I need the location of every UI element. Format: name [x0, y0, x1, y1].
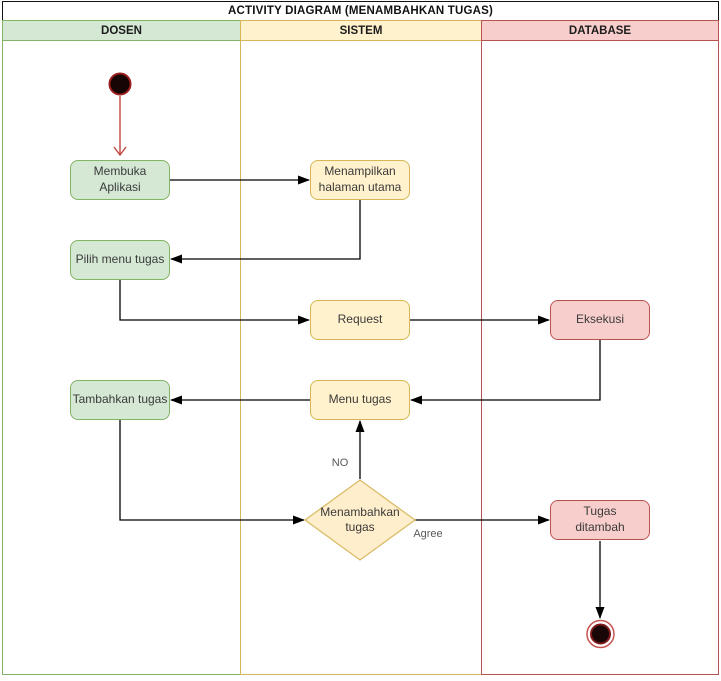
decision-menambahkan-tugas-label: Menambahkan tugas: [320, 505, 400, 534]
swimlane-header-dosen: DOSEN: [3, 21, 240, 41]
activity-membuka-aplikasi: Membuka Aplikasi: [70, 160, 170, 200]
activity-tambahkan-tugas: Tambahkan tugas: [70, 380, 170, 420]
swimlane-dosen: DOSEN: [2, 20, 241, 675]
activity-tugas-ditambah: Tugas ditambah: [550, 500, 650, 540]
activity-eksekusi: Eksekusi: [550, 300, 650, 340]
swimlane-header-database: DATABASE: [482, 21, 718, 41]
edge-label-no: NO: [331, 457, 349, 469]
swimlane-header-sistem: SISTEM: [241, 21, 481, 41]
swimlane-label-dosen: DOSEN: [101, 24, 142, 37]
swimlane-database: DATABASE: [481, 20, 719, 675]
swimlane-sistem: SISTEM: [240, 20, 482, 675]
activity-menu-tugas: Menu tugas: [310, 380, 410, 420]
diagram-title: ACTIVITY DIAGRAM (MENAMBAHKAN TUGAS): [2, 1, 719, 21]
swimlane-label-database: DATABASE: [568, 24, 632, 37]
swimlane-label-sistem: SISTEM: [339, 24, 383, 37]
activity-request: Request: [310, 300, 410, 340]
diagram-title-text: ACTIVITY DIAGRAM (MENAMBAHKAN TUGAS): [227, 5, 494, 17]
edge-label-agree: Agree: [413, 528, 443, 540]
activity-menampilkan-halaman-utama: Menampilkan halaman utama: [310, 160, 410, 200]
activity-pilih-menu-tugas: Pilih menu tugas: [70, 240, 170, 280]
